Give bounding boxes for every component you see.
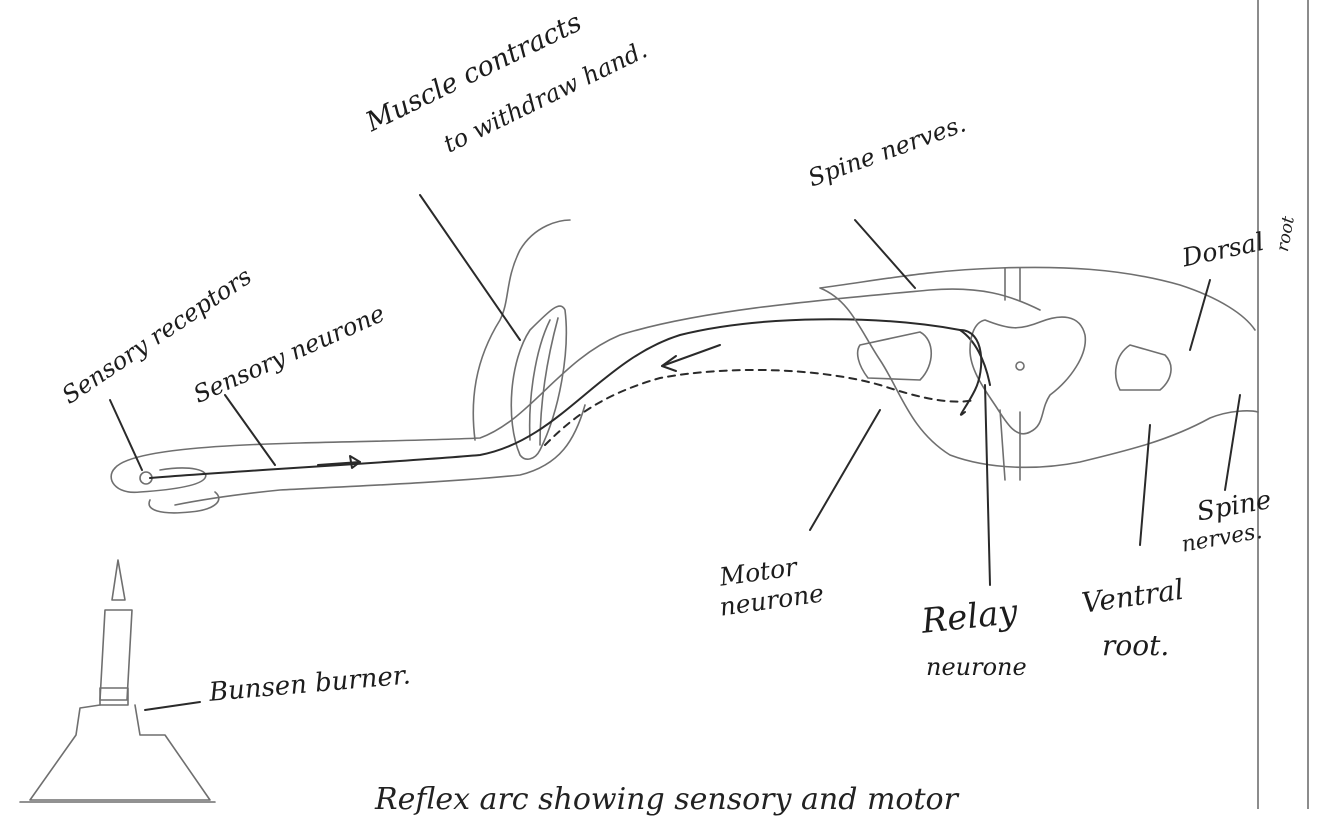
pointer-motor-neurone bbox=[810, 410, 880, 530]
central-canal bbox=[1016, 362, 1024, 370]
pointer-sensory-receptors bbox=[110, 400, 142, 470]
pointer-muscle bbox=[420, 195, 520, 340]
bunsen-burner-drawing bbox=[20, 560, 215, 802]
dorsal-fissure bbox=[1005, 268, 1020, 300]
hand-outline bbox=[111, 468, 206, 492]
label-ventral-root-line2: root. bbox=[1102, 632, 1169, 660]
arm-outline-lower bbox=[175, 405, 585, 505]
ventral-root-stub bbox=[1000, 410, 1020, 480]
pointer-sensory-neurone bbox=[225, 395, 275, 465]
pointer-spine-nerves-top bbox=[855, 220, 915, 288]
arrow-impulse-out bbox=[662, 345, 720, 366]
pointer-ventral-root bbox=[1140, 425, 1150, 545]
pointer-relay-neurone bbox=[985, 385, 990, 585]
pointer-dorsal-root bbox=[1190, 280, 1210, 350]
ventral-horn-left bbox=[858, 332, 932, 380]
pointer-bunsen bbox=[145, 702, 200, 710]
label-relay-neurone-line2: neurone bbox=[926, 655, 1027, 679]
pointer-spine-nerves-right bbox=[1225, 395, 1240, 490]
ventral-horn-right bbox=[1116, 345, 1171, 390]
motor-neurone-path bbox=[545, 370, 975, 445]
diagram-caption: Reflex arc showing sensory and motor bbox=[375, 785, 958, 815]
label-relay-neurone: Relay bbox=[920, 595, 1019, 639]
muscle-shape bbox=[511, 306, 566, 459]
spinal-cord-outline bbox=[820, 267, 1258, 467]
thumb-outline bbox=[149, 492, 219, 513]
muscle-fibre bbox=[530, 320, 550, 440]
